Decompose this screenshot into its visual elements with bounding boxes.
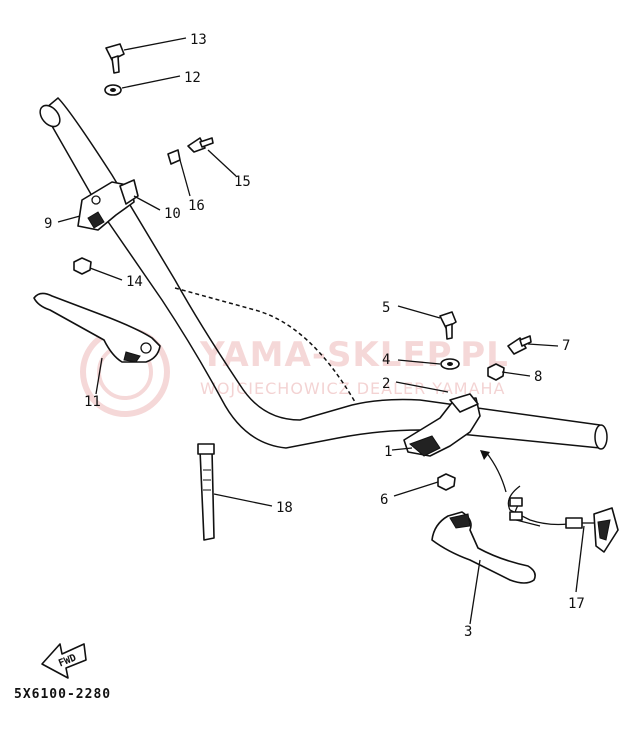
switch-assembly — [507, 485, 619, 553]
callout-3: 3 — [464, 624, 472, 640]
callout-1: 1 — [384, 444, 392, 460]
bolt-5 — [439, 311, 457, 340]
left-lever-holder — [77, 179, 139, 231]
nut-8 — [487, 363, 505, 381]
callout-16: 16 — [188, 198, 205, 214]
callout-9: 9 — [44, 216, 52, 232]
screw-15 — [187, 137, 214, 153]
callout-8: 8 — [534, 369, 542, 385]
screw-7 — [507, 335, 532, 355]
nut-6 — [437, 473, 456, 491]
drawing-code: 5X6100-2280 — [14, 687, 111, 702]
watermark-main-text: YAMA-SKLEP.PL — [199, 335, 509, 375]
washer-4 — [440, 358, 460, 370]
callouts: 1 2 3 4 5 6 7 8 9 10 11 12 13 14 15 16 1… — [44, 32, 585, 640]
callout-17: 17 — [568, 596, 585, 612]
right-lever — [431, 511, 536, 584]
callout-4: 4 — [382, 352, 390, 368]
callout-2: 2 — [382, 376, 390, 392]
callout-13: 13 — [190, 32, 207, 48]
bolt-13 — [105, 43, 125, 74]
watermark-sub-text: WOJCIECHOWICZ DEALER YAMAHA — [200, 379, 506, 398]
callout-5: 5 — [382, 300, 390, 316]
callout-15: 15 — [234, 174, 251, 190]
callout-6: 6 — [380, 492, 388, 508]
nut-14 — [73, 257, 92, 275]
cable-tie — [197, 443, 215, 541]
callout-7: 7 — [562, 338, 570, 354]
callout-10: 10 — [164, 206, 181, 222]
callout-18: 18 — [276, 500, 293, 516]
screw-16 — [167, 149, 181, 165]
routing-arrow — [485, 451, 507, 493]
leader-lines — [57, 37, 585, 625]
callout-11: 11 — [84, 394, 101, 410]
fwd-arrow-icon: FWD — [41, 643, 87, 679]
left-lever — [33, 292, 161, 363]
right-lever-holder — [403, 393, 481, 457]
callout-12: 12 — [184, 70, 201, 86]
handlebar — [39, 96, 608, 450]
washer-12 — [104, 84, 122, 96]
callout-14: 14 — [126, 274, 143, 290]
